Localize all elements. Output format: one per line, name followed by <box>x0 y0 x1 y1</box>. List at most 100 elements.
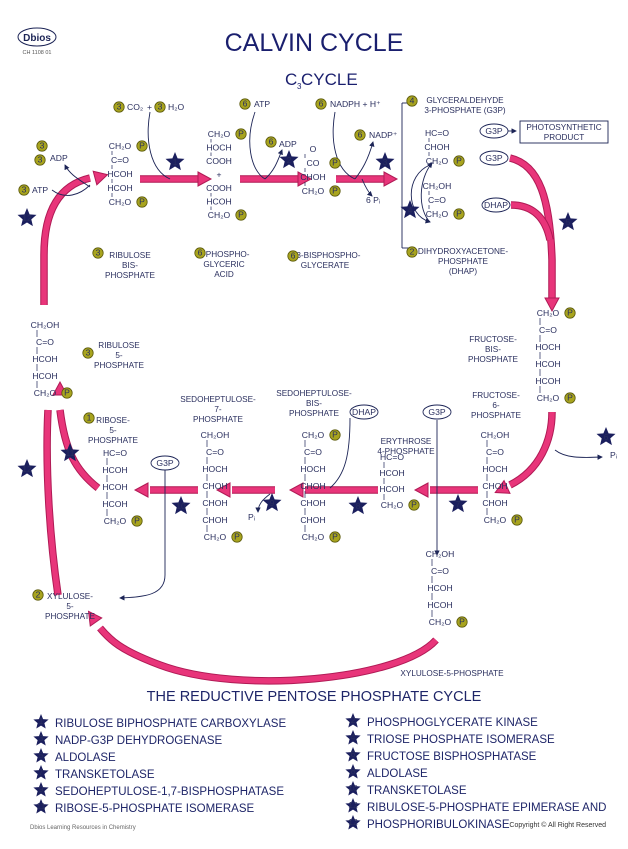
arrowhead <box>87 610 103 627</box>
formula-line: CHOH <box>482 481 507 491</box>
legend-label: RIBULOSE BIPHOSPHATE CARBOXYLASE <box>55 718 286 730</box>
name-pga-line: 3-PHOSPHO- <box>199 250 250 259</box>
step-star-12-top-num: 12 <box>22 213 32 223</box>
phosphate-letter: P <box>332 158 338 168</box>
badge-atp3: 3 <box>18 184 30 196</box>
tag-g3p-product: G3P <box>479 123 509 139</box>
product-line-1: PHOTOSYNTHETIC <box>526 123 601 132</box>
tag-dhap-fbp-label: DHAP <box>484 200 508 210</box>
formula-line: HCOH <box>535 376 560 386</box>
pathway-arrows <box>40 154 560 685</box>
name-dhap-count-badge: 2 <box>406 246 418 258</box>
name-s7p-line: 7- <box>214 405 222 414</box>
name-pga-count-badge: 6 <box>194 247 206 259</box>
arrow-dhap-merge <box>510 201 554 241</box>
badge-nadph-text: 6 <box>319 99 324 109</box>
badge-adp3: 3 <box>34 154 46 166</box>
formula-line: CH₂O <box>104 516 127 526</box>
name-e4p-line: ERYTHROSE <box>381 437 432 446</box>
formula-line: CH₂OH <box>31 320 60 330</box>
tag-g3p-fbp-label: G3P <box>485 153 502 163</box>
name-xu5p-left-line: PHOSPHATE <box>45 612 95 621</box>
phosphate-icon: P <box>564 392 576 404</box>
isomerase-arrow-down <box>410 164 431 224</box>
legend-star-2: 2 <box>345 713 361 728</box>
star-icon <box>345 815 361 830</box>
pi6-outflow <box>361 178 373 197</box>
legend-star-4: 4 <box>345 730 361 745</box>
legend-label: SEDOHEPTULOSE-1,7-BISPHOSPHATASE <box>55 786 284 798</box>
arrow-s7p-to-r5p <box>133 482 198 498</box>
name-fbp-line: BIS- <box>485 345 501 354</box>
adp-6-label: ADP <box>279 139 297 149</box>
formula-line: CH₂OH <box>426 549 455 559</box>
phosphate-letter: P <box>234 532 240 542</box>
formula-line: CH₂OH <box>201 430 230 440</box>
legend-star-2-num: 2 <box>351 715 356 725</box>
step-star-10-num: 10 <box>176 501 186 511</box>
formula-line: HOCH <box>206 143 231 153</box>
phosphate-icon: P <box>61 387 73 399</box>
phosphate-icon: P <box>136 196 148 208</box>
name-g3p-line: 3-PHOSPHATE (G3P) <box>424 106 506 115</box>
name-dhap-line: PHOSPHATE <box>438 257 488 266</box>
formula-line: CHOH <box>424 142 449 152</box>
badge-nadph: 6 <box>315 98 327 110</box>
legend-star-3-num: 3 <box>39 733 44 743</box>
legend-star-10-num: 10 <box>348 783 358 793</box>
legend-star-1: 1 <box>33 714 49 729</box>
badge-3-top: 3 <box>36 140 48 152</box>
phosphate-letter: P <box>456 156 462 166</box>
star-icon <box>60 443 80 462</box>
star-icon <box>448 494 468 513</box>
formula-line: CH₂O <box>484 515 507 525</box>
formula-line: O <box>310 144 317 154</box>
formula-line: CH₂O <box>537 308 560 318</box>
co2-label: CO₂ <box>127 102 143 112</box>
name-bpg-line: GLYCERATE <box>301 261 350 270</box>
formula-line: HCOH <box>102 499 127 509</box>
badge-co2-text: 3 <box>117 102 122 112</box>
count: 2 <box>410 247 415 257</box>
legend-star-9-num: 9 <box>39 784 44 794</box>
star-icon <box>33 731 49 746</box>
tag-dhap-fbp: DHAP <box>481 197 511 213</box>
arrowhead <box>544 297 560 313</box>
formula-line: HCOH <box>107 183 132 193</box>
badge-nadp: 6 <box>354 129 366 141</box>
formula-line: CH₂O <box>204 532 227 542</box>
formula-line: COOH <box>206 183 232 193</box>
phosphate-icon: P <box>235 128 247 140</box>
pi-6-label: 6 Pᵢ <box>366 195 380 205</box>
formula-line: CH₂O <box>302 532 325 542</box>
arrowhead <box>92 170 109 186</box>
subtitle: C 3 CYCLE <box>285 70 358 91</box>
legend-star-11: 11 <box>33 799 49 814</box>
footer-left: Dbios Learning Resources in Chemistry <box>30 825 136 831</box>
star-icon <box>279 150 299 169</box>
formula-line: CHOH <box>300 498 325 508</box>
tag-g3p-fbp: G3P <box>479 150 509 166</box>
step-star-8-num: 8 <box>356 501 361 511</box>
step-star-11-num: 11 <box>66 448 75 458</box>
star-icon <box>558 212 578 231</box>
formula-line: CH₂O <box>302 186 325 196</box>
formula-line: CH₂O <box>208 129 231 139</box>
formula-line: CH₂O <box>109 197 132 207</box>
step-star-3: 3 <box>375 152 395 171</box>
legend-label: TRIOSE PHOSPHATE ISOMERASE <box>367 734 555 746</box>
formula-line: HCOH <box>102 465 127 475</box>
